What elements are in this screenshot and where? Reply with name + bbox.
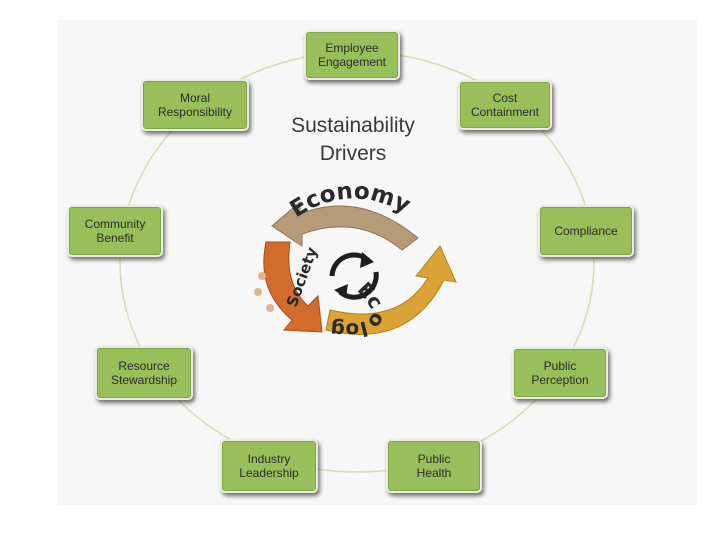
driver-industry-leadership: Industry Leadership: [220, 439, 318, 493]
recycle-icon: [329, 252, 379, 300]
driver-cost-containment: Cost Containment: [458, 80, 552, 130]
economy-arrow: Economy: [271, 180, 419, 251]
driver-community-benefit: Community Benefit: [67, 205, 163, 257]
driver-public-health: Public Health: [386, 439, 482, 493]
ecology-arrow: Ecology: [325, 245, 458, 355]
driver-resource-stewardship: Resource Stewardship: [95, 346, 193, 400]
sustainability-cycle: Economy Ecology Society: [254, 180, 458, 355]
driver-compliance: Compliance: [538, 205, 634, 257]
driver-employee-engagement: Employee Engagement: [304, 30, 400, 80]
society-arrow: Society: [254, 241, 323, 333]
driver-moral-responsibility: Moral Responsibility: [141, 79, 249, 131]
diagram-title: Sustainability Drivers: [291, 114, 415, 165]
driver-public-perception: Public Perception: [512, 347, 608, 399]
